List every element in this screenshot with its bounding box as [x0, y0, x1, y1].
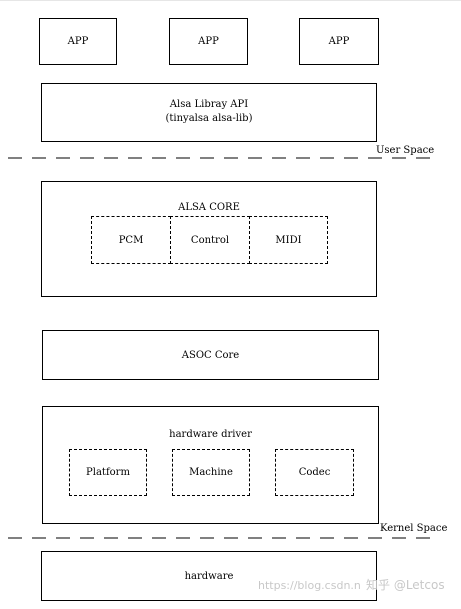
watermark-zhihu: 知乎 @Letcos — [366, 578, 445, 592]
user-space-separator — [0, 157, 461, 159]
hardware-driver-module-machine: Machine — [172, 449, 250, 496]
hardware-driver-title: hardware driver — [169, 429, 252, 440]
hardware-driver-box: hardware driver Platform Machine Codec — [42, 406, 379, 524]
alsa-core-module-midi-label: MIDI — [275, 234, 302, 246]
alsa-core-box: ALSA CORE PCM Control MIDI — [41, 181, 377, 297]
alsa-lib-box: Alsa Libray API (tinyalsa alsa-lib) — [41, 83, 377, 142]
hardware-driver-module-machine-label: Machine — [189, 467, 233, 478]
alsa-lib-line2: (tinyalsa alsa-lib) — [165, 113, 253, 124]
app-label-1: APP — [67, 36, 89, 47]
alsa-core-module-midi: MIDI — [249, 216, 328, 264]
kernel-space-separator — [0, 537, 461, 539]
app-label-3: APP — [328, 36, 350, 47]
kernel-space-label: Kernel Space — [380, 523, 448, 534]
alsa-core-title: ALSA CORE — [178, 202, 240, 213]
alsa-lib-line1: Alsa Libray API — [169, 99, 249, 110]
asoc-core-label: ASOC Core — [181, 349, 240, 361]
hardware-driver-module-codec: Codec — [275, 449, 354, 496]
asoc-core-box: ASOC Core — [42, 330, 379, 380]
hardware-label: hardware — [184, 570, 234, 582]
top-edge-line — [0, 0, 461, 1]
app-label-2: APP — [198, 36, 219, 47]
alsa-core-module-pcm-label: PCM — [118, 234, 144, 246]
hardware-box: hardware — [41, 551, 377, 601]
hardware-driver-module-platform-label: Platform — [86, 467, 130, 478]
alsa-core-module-pcm: PCM — [91, 216, 171, 264]
app-box-1: APP — [39, 18, 117, 65]
app-box-2: APP — [169, 18, 248, 65]
user-space-label: User Space — [376, 145, 435, 156]
app-box-3: APP — [299, 18, 379, 65]
hardware-driver-module-codec-label: Codec — [298, 467, 331, 478]
alsa-core-module-control: Control — [170, 216, 250, 264]
alsa-core-module-control-label: Control — [190, 234, 230, 246]
hardware-driver-module-platform: Platform — [69, 449, 147, 496]
watermark-url: https://blog.csdn.n — [258, 579, 361, 592]
